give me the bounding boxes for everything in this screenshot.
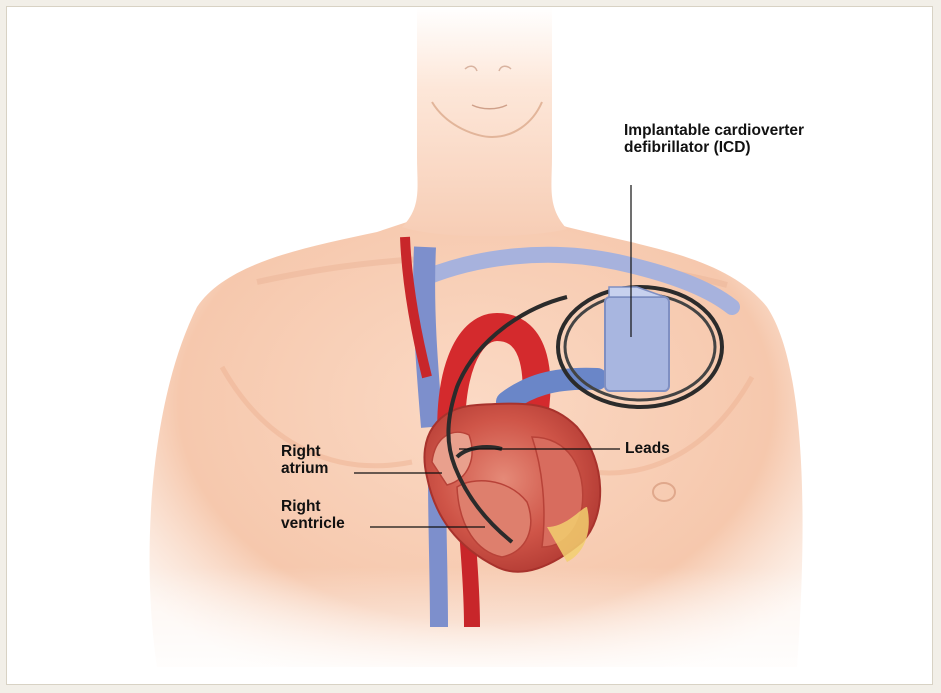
illustration-frame: Implantable cardioverter defibrillator (…	[6, 6, 933, 685]
right-ventricle-label: Right ventricle	[281, 498, 345, 532]
right-atrium-label-line-1: Right	[281, 443, 328, 460]
leads-label: Leads	[625, 440, 670, 457]
right-atrium-label: Right atrium	[281, 443, 328, 477]
right-atrium-label-line-2: atrium	[281, 460, 328, 477]
chest-illustration	[7, 7, 933, 685]
icd-device	[605, 297, 669, 391]
icd-label: Implantable cardioverter defibrillator (…	[624, 122, 804, 156]
icd-label-line-1: Implantable cardioverter	[624, 122, 804, 139]
icd-label-line-2: defibrillator (ICD)	[624, 139, 804, 156]
neck	[402, 7, 567, 236]
right-ventricle-label-line-2: ventricle	[281, 515, 345, 532]
superior-vena-cava	[424, 247, 432, 427]
right-ventricle-label-line-1: Right	[281, 498, 345, 515]
